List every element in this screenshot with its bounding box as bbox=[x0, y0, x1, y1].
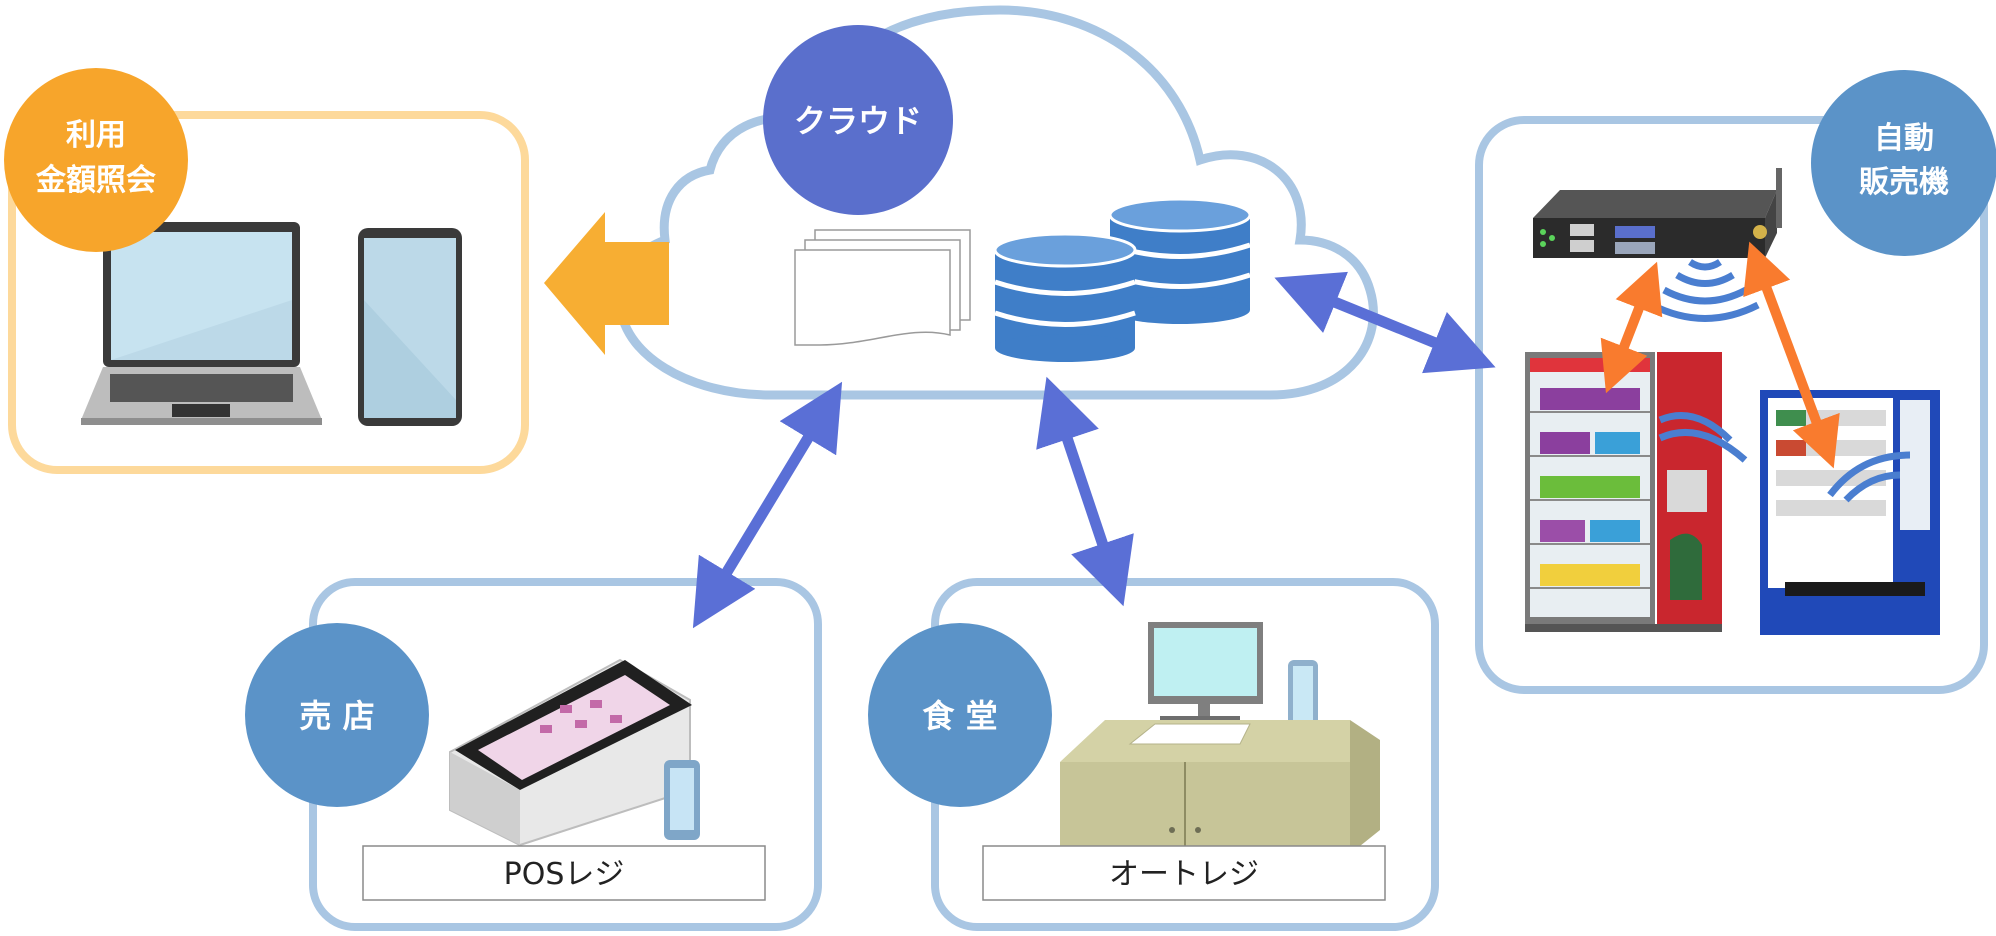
gateway-device-icon bbox=[1533, 168, 1782, 258]
usage-inquiry-panel: 利用 金額照会 bbox=[4, 68, 529, 474]
vending-badge bbox=[1811, 70, 1996, 256]
laptop-icon bbox=[81, 222, 322, 425]
usage-inquiry-badge bbox=[4, 68, 188, 252]
shop-badge bbox=[245, 623, 429, 807]
vending-panel: 自動 販売機 bbox=[1475, 70, 1996, 694]
cooler-vending-machine-icon bbox=[1525, 352, 1722, 632]
usage-inquiry-label-line1: 利用 bbox=[66, 118, 126, 153]
shop-label: 売 店 bbox=[299, 697, 374, 735]
database-icon bbox=[993, 197, 1252, 362]
vending-label-line2: 販売機 bbox=[1859, 165, 1949, 200]
cloud-vending-link-arrow bbox=[1274, 271, 1496, 374]
smartphone-icon bbox=[358, 228, 462, 426]
auto-register-icon bbox=[1060, 622, 1380, 854]
shop-panel: POSレジ 売 店 bbox=[245, 578, 822, 931]
cafeteria-panel: オートレジ 食 堂 bbox=[868, 578, 1439, 931]
cloud-badge bbox=[763, 25, 953, 215]
usage-inquiry-label-line2: 金額照会 bbox=[35, 163, 156, 198]
cloud-shop-link-arrow bbox=[692, 381, 843, 629]
documents-icon bbox=[794, 229, 971, 346]
auto-register-caption: オートレジ bbox=[1109, 857, 1259, 892]
pos-caption-box bbox=[362, 845, 766, 901]
pos-caption: POSレジ bbox=[504, 857, 625, 892]
drink-vending-machine-icon bbox=[1760, 390, 1940, 635]
cloud-cafeteria-link-arrow bbox=[1036, 376, 1134, 607]
wireless-link-arrow bbox=[1743, 241, 1840, 469]
vending-label-line1: 自動 bbox=[1874, 121, 1934, 156]
cloud-label: クラウド bbox=[794, 102, 922, 140]
cafeteria-badge bbox=[868, 623, 1052, 807]
data-flow-arrow bbox=[544, 212, 669, 355]
wireless-link-arrow bbox=[1600, 261, 1663, 394]
cafeteria-label: 食 堂 bbox=[922, 697, 997, 735]
cloud: クラウド bbox=[615, 5, 1378, 400]
cooler-wireless-signal-icon bbox=[1658, 412, 1748, 463]
auto-register-caption-box bbox=[982, 845, 1386, 901]
pos-terminal-icon bbox=[449, 658, 700, 847]
vending-wireless-signal-icon bbox=[1827, 451, 1911, 503]
